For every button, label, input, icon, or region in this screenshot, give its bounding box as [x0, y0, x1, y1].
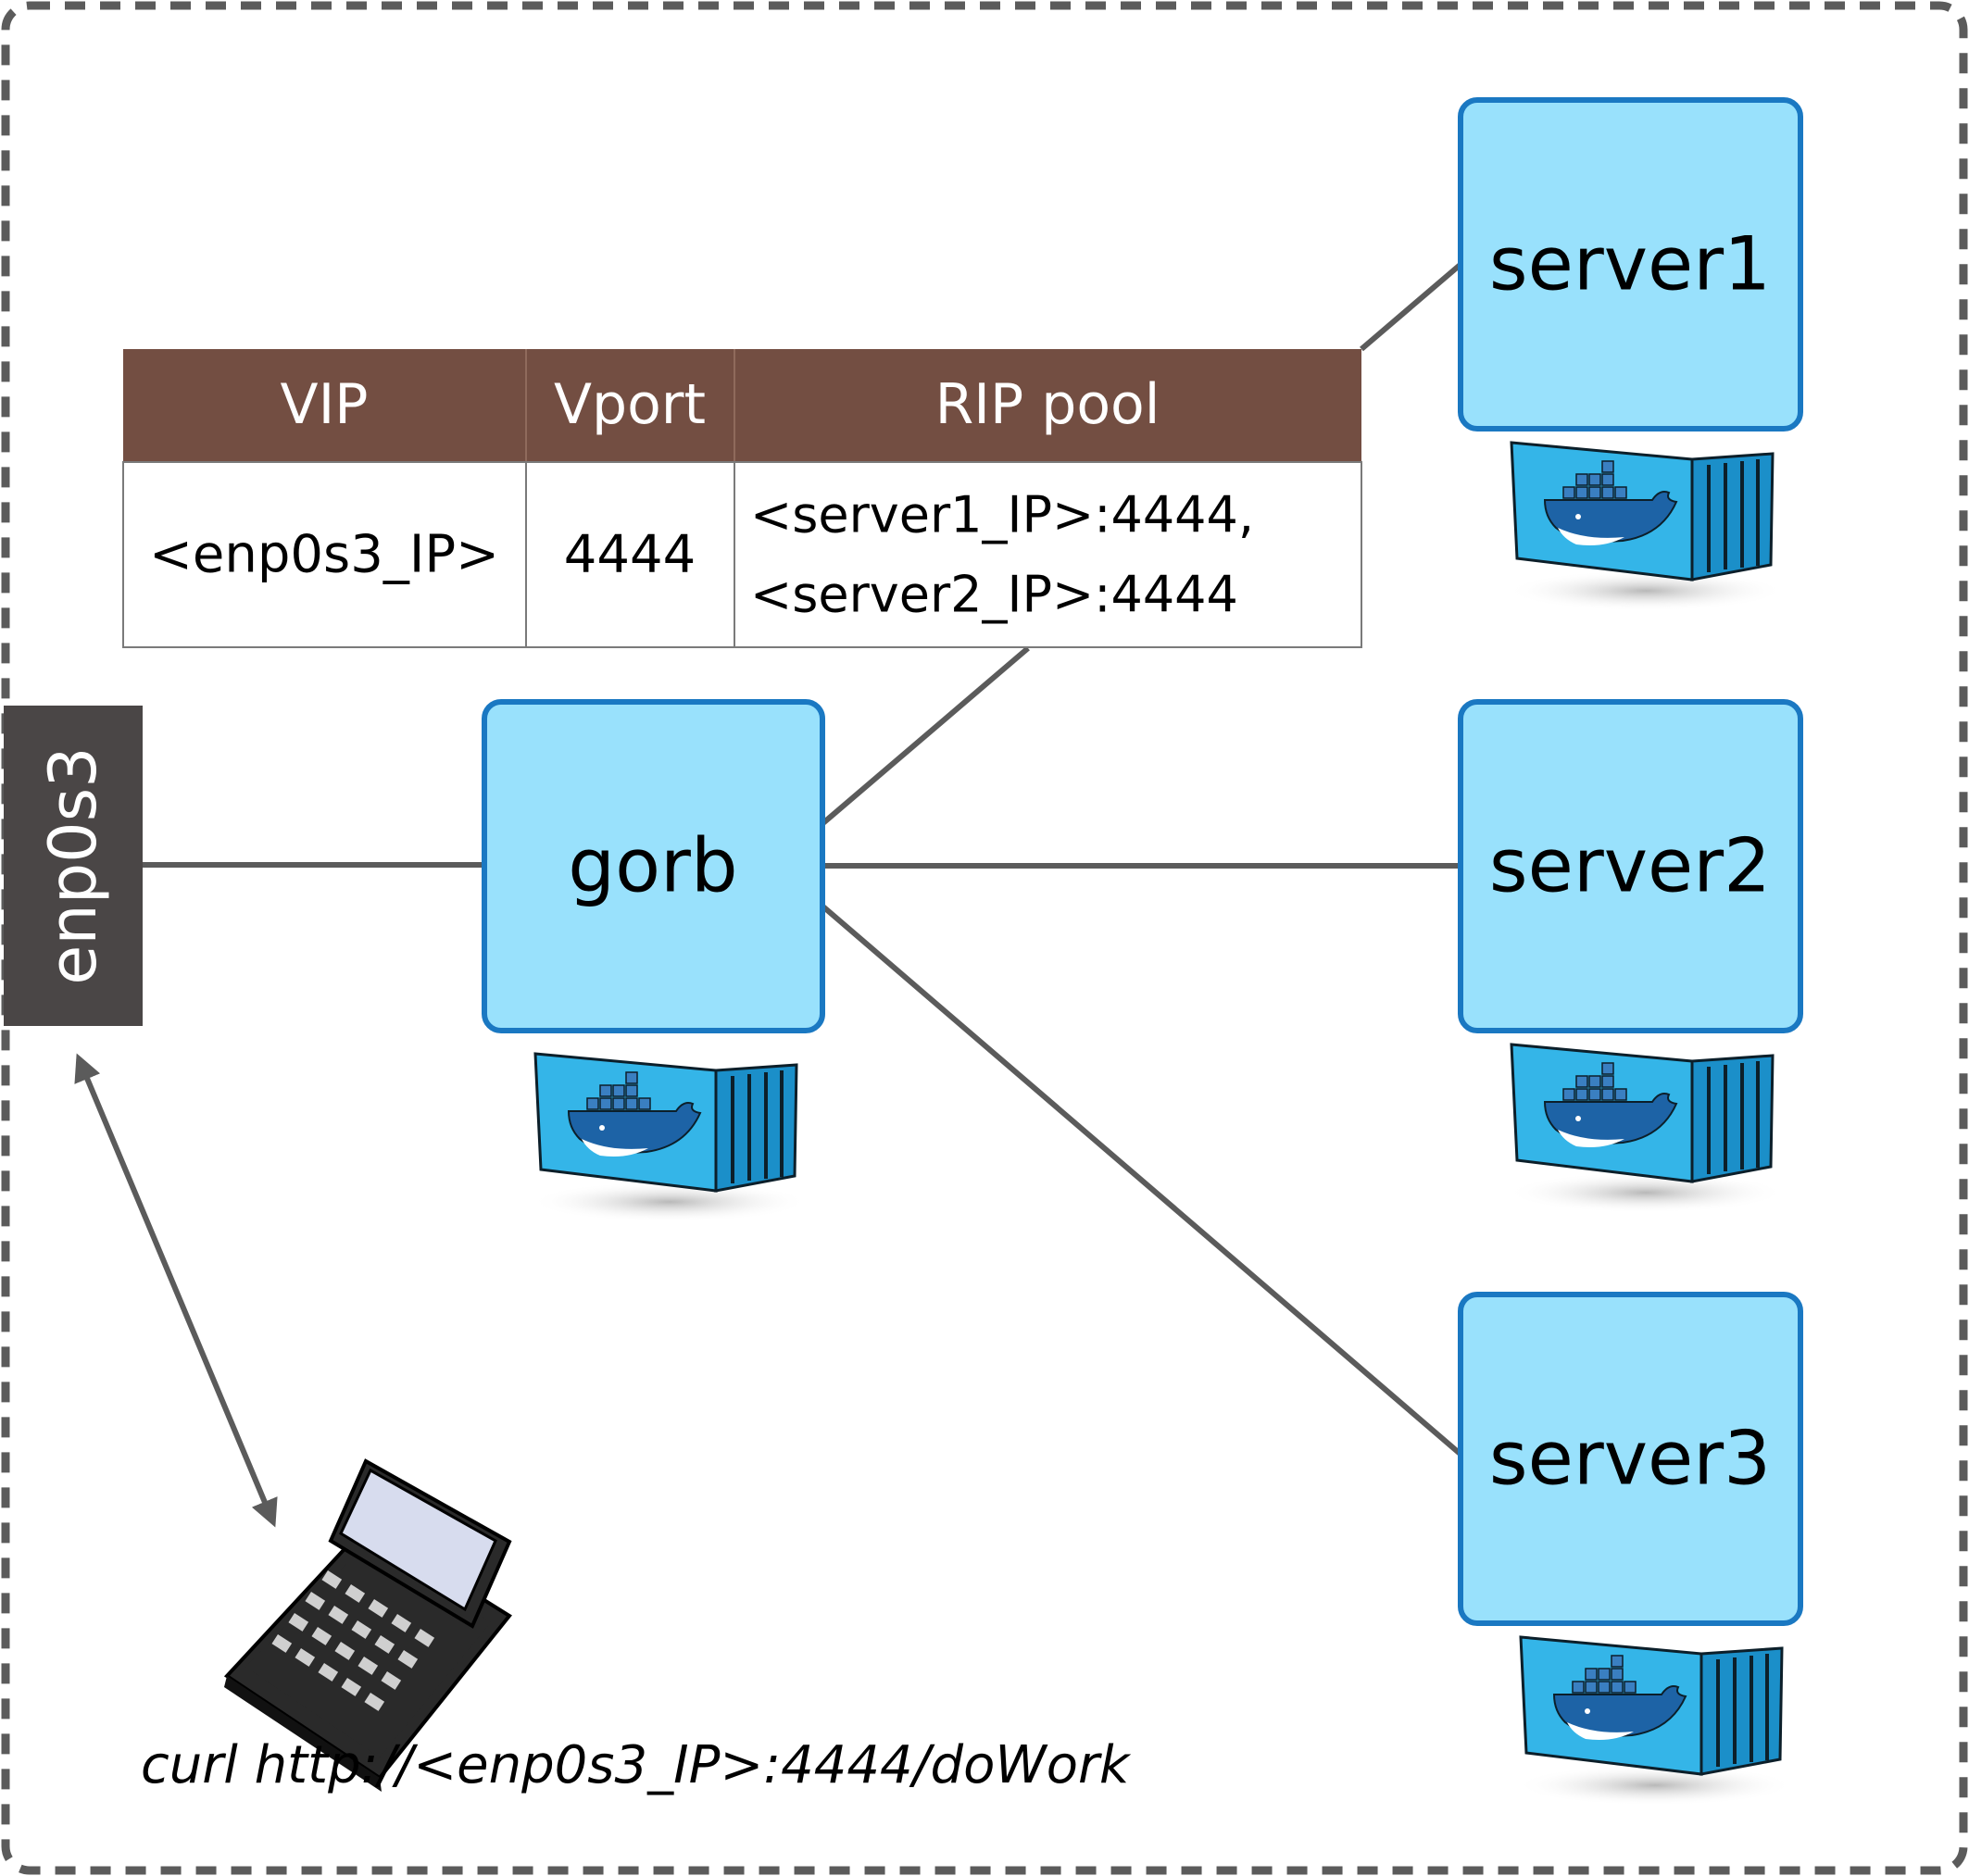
client-command: curl http://<enp0s3_IP>:4444/doWork: [141, 1735, 1132, 1795]
interface-enp0s3: enp0s3: [4, 706, 143, 1026]
table-cell-rip-2: <server2_IP>:4444: [750, 566, 1238, 624]
client-connection-arrow: [74, 1053, 278, 1528]
table-cell-rip-1: <server1_IP>:4444,: [750, 486, 1254, 544]
server1-label: server1: [1489, 221, 1771, 307]
link-gorb-server3: [817, 900, 1465, 1459]
link-gorb-table: [817, 645, 1030, 830]
docker-container-icon: [1505, 441, 1787, 613]
docker-container-icon: [1505, 1043, 1787, 1215]
gorb-node: gorb: [482, 699, 825, 1033]
table-cell-vport: 4444: [564, 525, 696, 585]
server2-node: server2: [1458, 699, 1803, 1033]
server1-node: server1: [1458, 97, 1803, 431]
server3-node: server3: [1458, 1292, 1803, 1626]
table-header-vport: Vport: [554, 372, 706, 437]
docker-container-icon: [1514, 1635, 1796, 1807]
gorb-label: gorb: [568, 823, 737, 909]
interface-label: enp0s3: [35, 746, 111, 984]
table-header-vip: VIP: [281, 372, 369, 437]
table-header-rip-pool: RIP pool: [935, 372, 1160, 437]
server3-label: server3: [1489, 1416, 1771, 1502]
table-data-row: [122, 461, 1362, 648]
table-cell-vip: <enp0s3_IP>: [149, 525, 499, 585]
lb-table: VIP Vport RIP pool <enp0s3_IP> 4444 <ser…: [122, 349, 1362, 648]
link-table-server1: [1360, 259, 1465, 352]
laptop-icon: [223, 1458, 512, 1792]
docker-container-icon: [529, 1052, 810, 1224]
table-header-row: [123, 349, 1361, 462]
server2-label: server2: [1489, 823, 1771, 909]
